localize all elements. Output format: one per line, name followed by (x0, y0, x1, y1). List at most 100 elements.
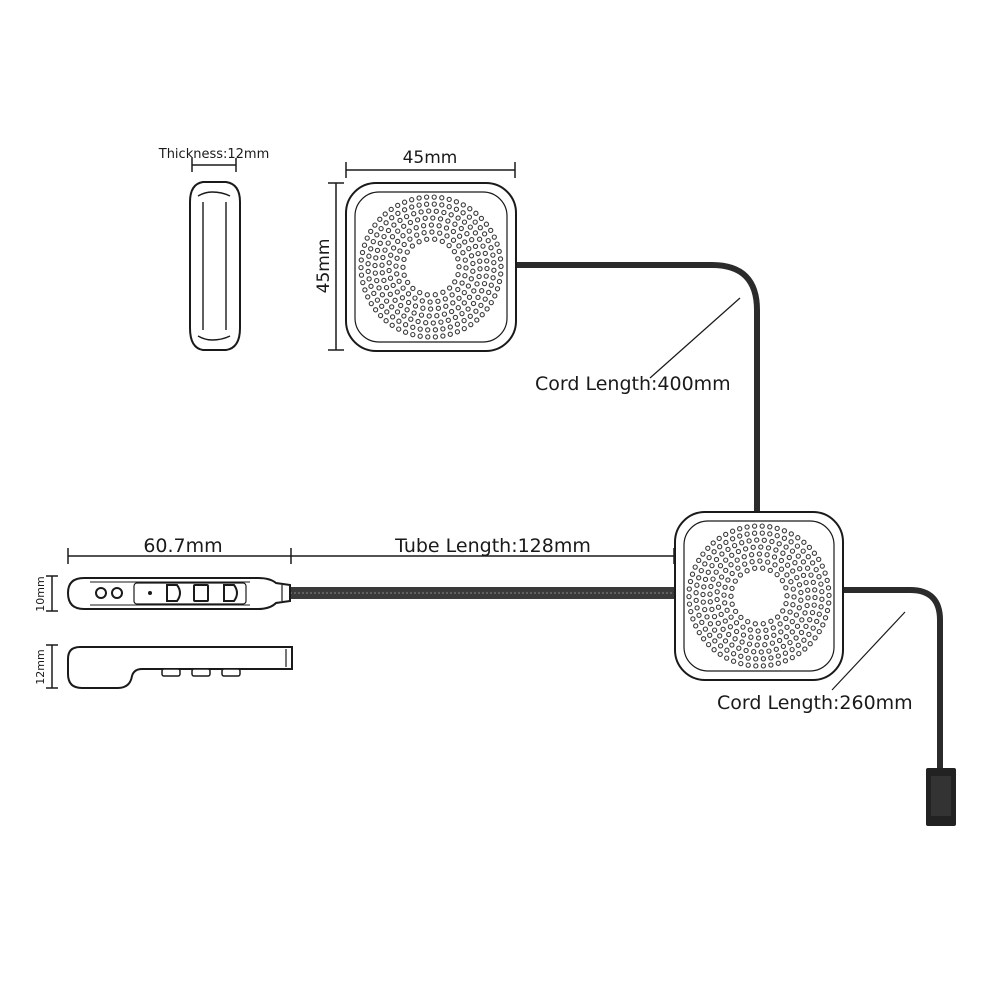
grill-hole (805, 554, 811, 560)
grill-hole (742, 561, 748, 567)
grill-hole (754, 537, 760, 543)
cable-upper-speaker (512, 262, 760, 523)
grill-hole (708, 583, 714, 590)
grill-hole (798, 589, 804, 596)
grill-hole (461, 219, 468, 225)
grill-hole (488, 245, 494, 251)
grill-hole (414, 232, 420, 238)
grill-hole (377, 240, 383, 246)
grill-hole (729, 601, 735, 607)
grill-hole (798, 597, 804, 603)
side-button-icon (161, 668, 181, 677)
grill-hole (433, 208, 439, 214)
grill-hole (812, 594, 818, 601)
grill-hole (441, 209, 447, 216)
grill-hole (767, 531, 773, 537)
grill-hole (809, 560, 816, 566)
grill-hole (460, 210, 466, 216)
grill-hole (383, 220, 389, 226)
grill-hole (760, 621, 766, 627)
grill-hole (405, 299, 412, 306)
grill-hole (482, 296, 488, 302)
grill-hole (724, 607, 730, 613)
grill-hole (389, 304, 395, 310)
grill-hole (744, 531, 750, 537)
grill-hole (402, 329, 409, 335)
grill-hole (440, 326, 446, 332)
grill-hole (780, 608, 786, 614)
grill-hole (726, 631, 732, 638)
grill-hole (784, 593, 790, 599)
controller-length-label: 60.7mm (143, 535, 222, 557)
grill-hole (788, 531, 794, 537)
grill-hole (461, 300, 467, 306)
grill-hole (745, 618, 751, 625)
grill-hole (439, 202, 445, 208)
grill-hole (398, 302, 404, 309)
grill-hole (386, 267, 392, 274)
grill-hole (762, 642, 768, 648)
grill-hole (789, 654, 795, 661)
grill-hole (751, 523, 758, 529)
grill-hole (796, 605, 802, 611)
speaker-lower (674, 511, 844, 681)
grill-hole (389, 314, 396, 320)
grill-hole (378, 225, 384, 232)
grill-hole (498, 271, 504, 277)
grill-hole (700, 636, 707, 642)
grill-hole (758, 649, 764, 655)
grill-hole (468, 276, 474, 282)
grill-hole (438, 319, 444, 325)
grill-hole (371, 290, 377, 297)
grill-hole (797, 566, 803, 572)
grill-hole (395, 202, 401, 209)
grill-hole (361, 242, 368, 248)
grill-hole (740, 632, 747, 638)
grill-hole (722, 584, 728, 590)
grill-hole (734, 557, 740, 563)
grill-hole (748, 552, 755, 558)
grill-hole (792, 560, 798, 566)
grill-hole (470, 300, 477, 307)
grill-hole (455, 305, 461, 311)
grill-hole (765, 559, 771, 565)
grill-hole (462, 273, 468, 279)
grill-hole (492, 293, 498, 299)
grill-hole (468, 321, 474, 328)
grill-hole (437, 230, 443, 236)
grill-hole (494, 241, 500, 247)
grill-hole (462, 239, 468, 245)
grill-hole (735, 548, 742, 555)
grill-hole (491, 259, 497, 266)
grill-hole (745, 662, 751, 668)
grill-hole (712, 638, 718, 644)
grill-hole (790, 568, 796, 574)
grill-hole (773, 646, 779, 652)
grill-hole (382, 247, 388, 253)
grill-hole (733, 628, 740, 635)
thickness-dimension: Thickness:12mm (158, 147, 269, 172)
grill-hole (770, 625, 776, 631)
grill-hole (479, 312, 485, 318)
speaker-upper-grill (358, 194, 504, 340)
grill-hole (382, 211, 388, 217)
grill-hole (692, 564, 698, 570)
grill-hole (460, 202, 466, 208)
grill-hole (474, 317, 480, 323)
grill-hole (700, 599, 706, 605)
grill-hole (423, 201, 430, 207)
grill-hole (368, 228, 374, 235)
grill-hole (755, 635, 762, 641)
grill-hole (372, 270, 378, 276)
grill-hole (410, 331, 416, 338)
grill-hole (803, 579, 809, 586)
grill-hole (799, 617, 805, 623)
grill-hole (471, 288, 477, 294)
grill-hole (710, 540, 716, 546)
grill-hole (441, 311, 448, 317)
grill-hole (388, 206, 394, 213)
grill-hole (707, 591, 713, 597)
grill-hole (757, 558, 763, 564)
grill-hole (702, 576, 709, 583)
